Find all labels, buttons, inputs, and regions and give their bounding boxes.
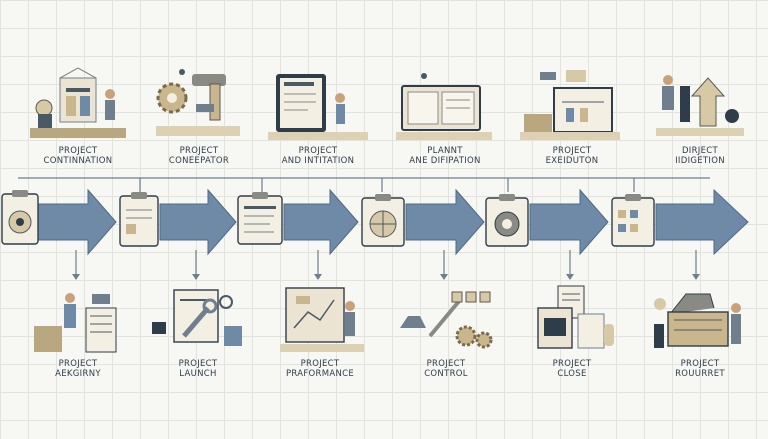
stage-label-bottom-1: PROJECT AEKGIRNY — [13, 359, 143, 379]
stage-label-bottom-5-line2: CLOSE — [557, 369, 587, 379]
stage-label-bottom-1-line2: AEKGIRNY — [55, 369, 101, 379]
stage-label-bottom-3-line1: PROJECT — [300, 359, 340, 369]
stage-label-bottom-1-line1: PROJECT — [58, 359, 98, 369]
stage-label-top-5-line2: EXEIDUTON — [545, 156, 599, 166]
stage-label-bottom-4-line1: PROJECT — [426, 359, 466, 369]
stage-label-bottom-6: PROJECT ROUURRET — [635, 359, 765, 379]
stage-label-bottom-4-line2: CONTROL — [424, 369, 468, 379]
clipboard-icon — [1, 190, 39, 245]
stage-label-bottom-4: PROJECT CONTROL — [381, 359, 511, 379]
gear-robot-icon — [156, 69, 240, 136]
stage-label-bottom-2: PROJECT LAUNCH — [133, 359, 263, 379]
stage-label-top-1: PROJECT CONTINNATION — [13, 146, 143, 166]
stage-label-top-6-line2: IIDIGETION — [675, 156, 725, 166]
stage-label-top-2-line1: PROJECT — [179, 146, 219, 156]
clipboard-icon — [119, 192, 159, 247]
machine-workshop-icon — [30, 67, 126, 138]
laptop-notes-icon — [396, 73, 492, 140]
stage-label-top-6-line1: DIRJECT — [681, 146, 719, 156]
stage-label-top-2: PROJECT CONEEPATOR — [134, 146, 264, 166]
stage-label-bottom-3-line2: PRAFORMANCE — [285, 369, 355, 379]
machinery-report-icon — [654, 293, 741, 348]
stage-label-top-5-line1: PROJECT — [552, 146, 592, 156]
stage-label-top-6: DIRJECT IIDIGETION — [635, 146, 765, 166]
worker-arrows-icon — [656, 75, 744, 136]
control-tools-icon — [400, 291, 493, 349]
stage-label-top-1-line2: CONTINNATION — [43, 156, 113, 166]
performance-board-icon — [280, 287, 364, 352]
stage-label-bottom-5-line1: PROJECT — [552, 359, 592, 369]
clipboard-icon — [237, 192, 283, 245]
stage-label-top-4-line2: ANE DIFIPATION — [409, 156, 481, 166]
stage-label-top-4: PLANNT ANE DIFIPATION — [380, 146, 510, 166]
stage-label-bottom-2-line1: PROJECT — [178, 359, 218, 369]
stage-label-bottom-3: PROJECT PRAFORMANCE — [255, 359, 385, 379]
clipboard-icon — [611, 194, 655, 247]
clipboard-icon — [485, 194, 529, 247]
close-documents-icon — [537, 285, 614, 349]
stage-label-top-5: PROJECT EXEIDUTON — [507, 146, 637, 166]
stage-label-bottom-6-line1: PROJECT — [680, 359, 720, 369]
stage-label-top-4-line1: PLANNT — [427, 146, 463, 156]
wrench-launch-icon — [152, 289, 242, 346]
stage-label-bottom-5: PROJECT CLOSE — [507, 359, 637, 379]
workbench-blueprint-icon — [520, 70, 620, 140]
stage-label-top-3-line1: PROJECT — [298, 146, 338, 156]
stage-label-top-3-line2: AND INTITATION — [281, 156, 355, 166]
stage-label-top-2-line2: CONEEPATOR — [168, 156, 230, 166]
process-arrow-band — [1, 177, 749, 280]
stage-label-top-1-line1: PROJECT — [58, 146, 98, 156]
blueprint-board-icon — [268, 74, 368, 140]
stage-label-bottom-6-line2: ROUURRET — [675, 369, 725, 379]
stage-label-top-3: PROJECT AND INTITATION — [253, 146, 383, 166]
stage-label-bottom-2-line2: LAUNCH — [179, 369, 217, 379]
clipboard-icon — [361, 194, 405, 247]
factory-workers-icon — [34, 293, 117, 353]
